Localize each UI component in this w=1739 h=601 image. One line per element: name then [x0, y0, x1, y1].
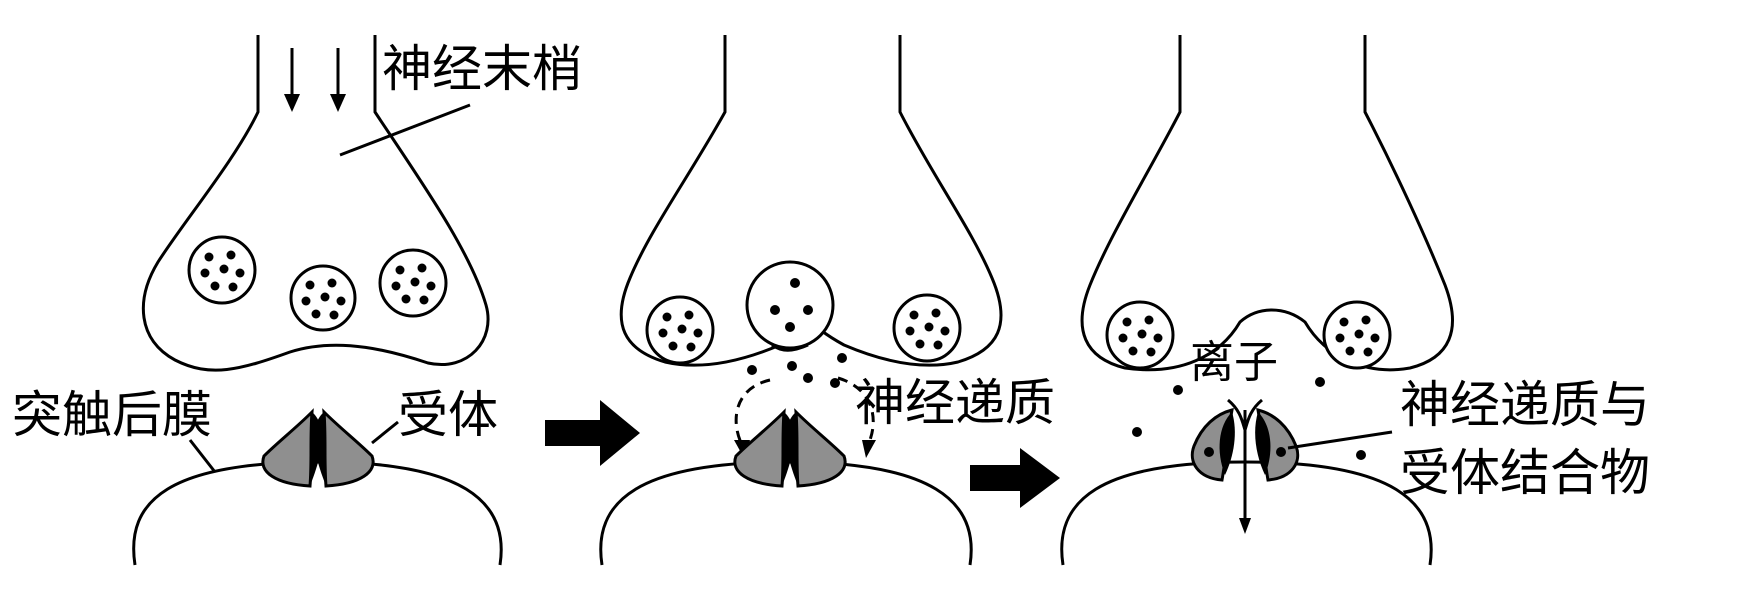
label-postsynaptic-membrane: 突触后膜	[12, 386, 212, 444]
panel-3-ion-arrowhead	[1239, 518, 1251, 534]
panel-1-leaders	[188, 103, 471, 473]
label-ion: 离子	[1190, 337, 1278, 388]
panel-1-receptors	[261, 410, 375, 488]
label-receptor: 受体	[398, 386, 498, 444]
label-complex-line1: 神经递质与	[1400, 376, 1650, 434]
label-nerve-ending: 神经末梢	[382, 40, 582, 98]
panel-1-vesicles	[187, 235, 448, 332]
panel-2-released-transmitter	[747, 353, 847, 388]
panel-2-receptors	[733, 410, 847, 488]
panel-3-vesicles	[1105, 300, 1392, 370]
panel-3-complex-leader	[1287, 430, 1393, 450]
panel-3	[1060, 35, 1454, 566]
label-complex-line2: 受体结合物	[1400, 444, 1650, 502]
panel-1-arrowheads	[284, 94, 346, 112]
label-neurotransmitter: 神经递质	[855, 374, 1055, 432]
transition-arrow-2	[970, 448, 1060, 508]
panel-3-free-transmitter	[1132, 377, 1366, 460]
panel-2-vesicles	[645, 260, 962, 365]
transition-arrow-1	[545, 400, 640, 466]
panel-3-bound-receptors	[1190, 407, 1300, 482]
